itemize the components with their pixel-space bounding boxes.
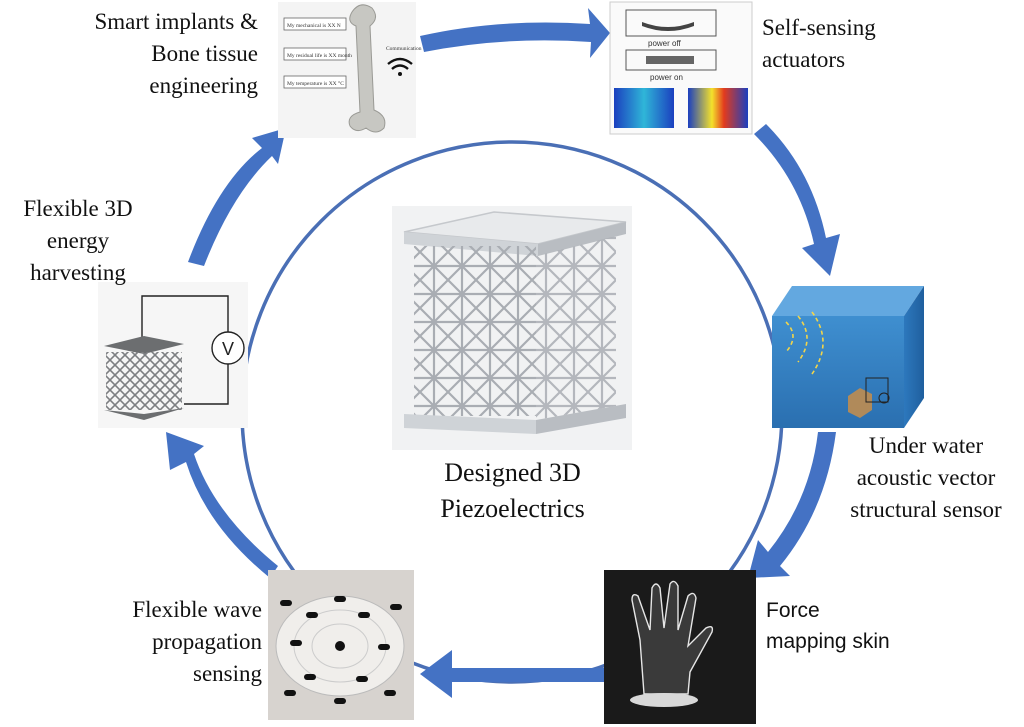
implant-note-2: My residual life is XX month bbox=[287, 52, 352, 59]
implants-image: My mechanical is XX N My residual life i… bbox=[278, 2, 422, 138]
arrow-underwater-to-force bbox=[748, 432, 836, 578]
underwater-image bbox=[772, 286, 924, 428]
implant-note-1: My mechanical is XX N bbox=[287, 23, 341, 29]
voltmeter-icon bbox=[211, 331, 245, 365]
center-title: Designed 3D Piezoelectrics bbox=[440, 458, 585, 523]
cycle-arrows bbox=[166, 8, 840, 698]
arrow-implants-to-actuators bbox=[420, 8, 610, 58]
actuators-image: power off power on bbox=[609, 1, 753, 135]
arrow-force-to-wave bbox=[420, 650, 606, 698]
arrow-wave-to-energy bbox=[166, 432, 278, 578]
label-flexible-wave: Flexible wave propagation sensing bbox=[132, 597, 262, 686]
power-off-label: power off bbox=[648, 39, 682, 48]
label-flexible-energy: Flexible 3D energy harvesting bbox=[23, 196, 133, 285]
label-smart-implants: Smart implants & Bone tissue engineering bbox=[94, 9, 258, 98]
voltmeter-label: V bbox=[222, 339, 234, 359]
force-mapping-image bbox=[604, 570, 756, 724]
arrow-actuators-to-underwater bbox=[754, 124, 840, 276]
wave-sensing-image bbox=[268, 570, 414, 720]
label-force-mapping: Force mapping skin bbox=[766, 599, 890, 653]
communication-label: Communication bbox=[386, 46, 422, 52]
wifi-icon bbox=[387, 57, 413, 76]
power-on-label: power on bbox=[650, 73, 683, 82]
arrow-energy-to-implants bbox=[188, 128, 286, 266]
implant-note-3: My temperature is XX °C bbox=[287, 80, 344, 87]
label-underwater-sensor: Under water acoustic vector structural s… bbox=[850, 433, 1002, 522]
energy-harvesting-image: V bbox=[98, 282, 248, 428]
piezo-lattice-cube bbox=[392, 206, 632, 450]
label-self-sensing-actuators: Self-sensing actuators bbox=[762, 15, 876, 72]
